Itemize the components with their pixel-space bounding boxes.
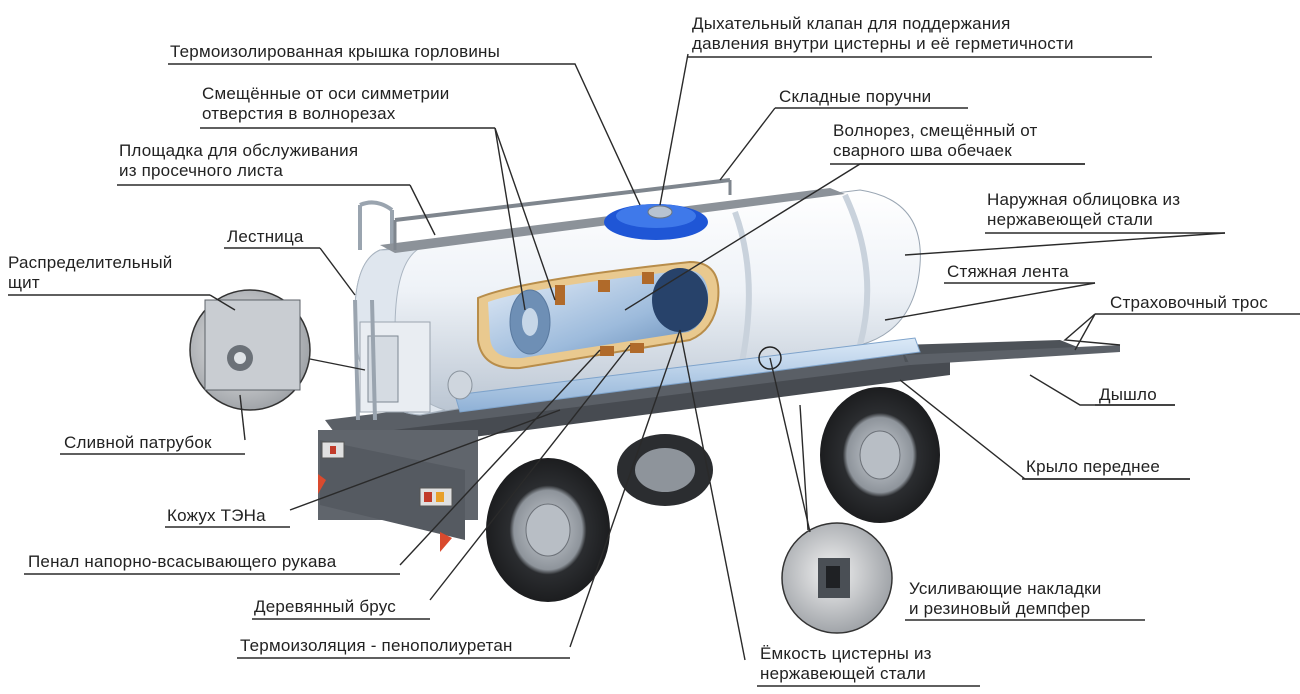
detail-circle-damper xyxy=(781,522,893,634)
label-line: Деревянный брус xyxy=(254,597,396,616)
label-line: нержавеющей стали xyxy=(987,210,1154,229)
label-breathing-valve: Дыхательный клапан для поддержания давле… xyxy=(692,14,1074,54)
label-line: сварного шва обечаек xyxy=(833,141,1012,160)
label-tank-body: Ёмкость цистерны из нержавеющей стали xyxy=(760,644,932,684)
label-ladder: Лестница xyxy=(227,227,304,247)
label-line: Наружная облицовка из xyxy=(987,190,1181,209)
label-front-fender: Крыло переднее xyxy=(1026,457,1160,477)
detail-circle-distribution-board xyxy=(189,289,311,411)
label-line: Ёмкость цистерны из xyxy=(760,644,932,663)
label-line: Дыхательный клапан для поддержания xyxy=(692,14,1011,33)
label-underlines xyxy=(8,56,1300,687)
label-line: Крыло переднее xyxy=(1026,457,1161,476)
label-drain-pipe: Сливной патрубок xyxy=(64,433,212,453)
label-line: отверстия в волнорезах xyxy=(202,104,396,123)
label-line: Стяжная лента xyxy=(947,262,1069,281)
label-line: Термоизоляция - пенополиуретан xyxy=(240,636,513,655)
label-line: Усиливающие накладки xyxy=(909,579,1102,598)
label-line: Страховочный трос xyxy=(1110,293,1268,312)
detail-marker xyxy=(758,346,782,370)
label-line: Термоизолированная крышка горловины xyxy=(170,42,501,61)
label-wooden-beam: Деревянный брус xyxy=(254,597,396,617)
label-line: Сливной патрубок xyxy=(64,433,212,452)
label-strap: Стяжная лента xyxy=(947,262,1069,282)
label-thermal-insulation: Термоизоляция - пенополиуретан xyxy=(240,636,513,656)
label-line: Смещённые от оси симметрии xyxy=(202,84,450,103)
label-drawbar: Дышло xyxy=(1099,385,1157,405)
label-platform: Площадка для обслуживания из просечного … xyxy=(119,141,358,181)
label-hose-case: Пенал напорно-всасывающего рукава xyxy=(28,552,336,572)
label-line: нержавеющей стали xyxy=(760,664,927,683)
label-line: Дышло xyxy=(1099,385,1157,404)
label-cladding: Наружная облицовка из нержавеющей стали xyxy=(987,190,1180,230)
label-safety-cable: Страховочный трос xyxy=(1110,293,1268,313)
label-offset-holes: Смещённые от оси симметрии отверстия в в… xyxy=(202,84,450,124)
label-thermo-cover: Термоизолированная крышка горловины xyxy=(170,42,500,62)
label-line: Пенал напорно-всасывающего рукава xyxy=(28,552,337,571)
label-line: Кожух ТЭНа xyxy=(167,506,266,525)
manhole xyxy=(604,204,708,240)
rear-lights xyxy=(318,441,453,552)
wheels xyxy=(486,387,940,602)
label-line: щит xyxy=(8,273,40,292)
hose-case-pipe xyxy=(447,337,921,413)
label-line: и резиновый демпфер xyxy=(909,599,1091,618)
label-reinforcing-pads: Усиливающие накладки и резиновый демпфер xyxy=(909,579,1101,619)
label-baffle: Волнорез, смещённый от сварного шва обеч… xyxy=(833,121,1038,161)
label-line: Распределительный xyxy=(8,253,173,272)
label-line: из просечного листа xyxy=(119,161,283,180)
label-distribution-board: Распределительный щит xyxy=(8,253,172,293)
label-line: Площадка для обслуживания xyxy=(119,141,359,160)
label-line: Складные поручни xyxy=(779,87,932,106)
label-line: давления внутри цистерны и её герметично… xyxy=(692,34,1074,53)
label-folding-rails: Складные поручни xyxy=(779,87,931,107)
label-line: Лестница xyxy=(227,227,304,246)
label-heater-casing: Кожух ТЭНа xyxy=(167,506,266,526)
rear-equipment xyxy=(353,200,431,421)
chassis xyxy=(318,340,1120,540)
label-line: Волнорез, смещённый от xyxy=(833,121,1038,140)
